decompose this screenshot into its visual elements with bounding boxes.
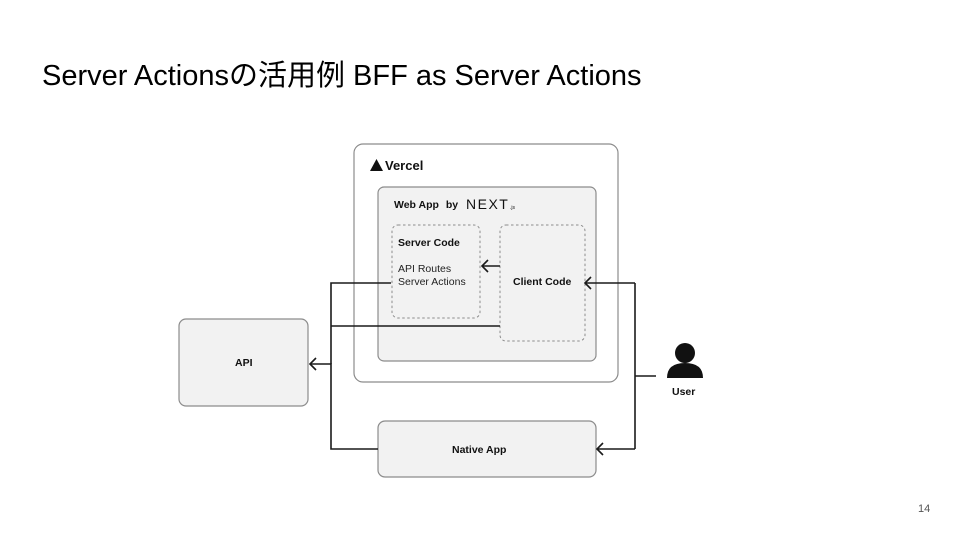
server-code-box <box>391 224 481 319</box>
arrowhead-client-code <box>583 276 592 290</box>
arrowhead-api <box>308 357 317 371</box>
client-code-label: Client Code <box>513 276 571 288</box>
arrowhead-server-code <box>480 259 489 273</box>
user-label: User <box>672 386 695 398</box>
api-label: API <box>235 357 253 369</box>
vercel-triangle-icon <box>370 159 383 171</box>
slide-title: Server Actionsの活用例 BFF as Server Actions <box>42 60 642 92</box>
page-number: 14 <box>918 503 931 515</box>
arrowhead-native-app <box>595 442 604 456</box>
client-code-box <box>499 224 586 342</box>
connector-native-app-to-api <box>310 363 378 450</box>
native-app-label: Native App <box>452 444 506 456</box>
server-code-title: Server Code <box>398 237 460 249</box>
server-code-item-api-routes: API Routes <box>398 263 451 275</box>
nextjs-logo-suffix: .js <box>510 205 516 211</box>
server-code-item-server-actions: Server Actions <box>398 276 466 288</box>
web-app-title: Web App <box>394 199 439 211</box>
vercel-label: Vercel <box>385 158 423 173</box>
web-app-label: Web App by <box>394 199 458 211</box>
api-box <box>178 318 309 407</box>
web-app-by: by <box>446 199 458 211</box>
user-icon <box>667 343 703 378</box>
nextjs-logo: NEXT <box>466 196 509 212</box>
connector-server-actions-to-api <box>330 282 391 364</box>
